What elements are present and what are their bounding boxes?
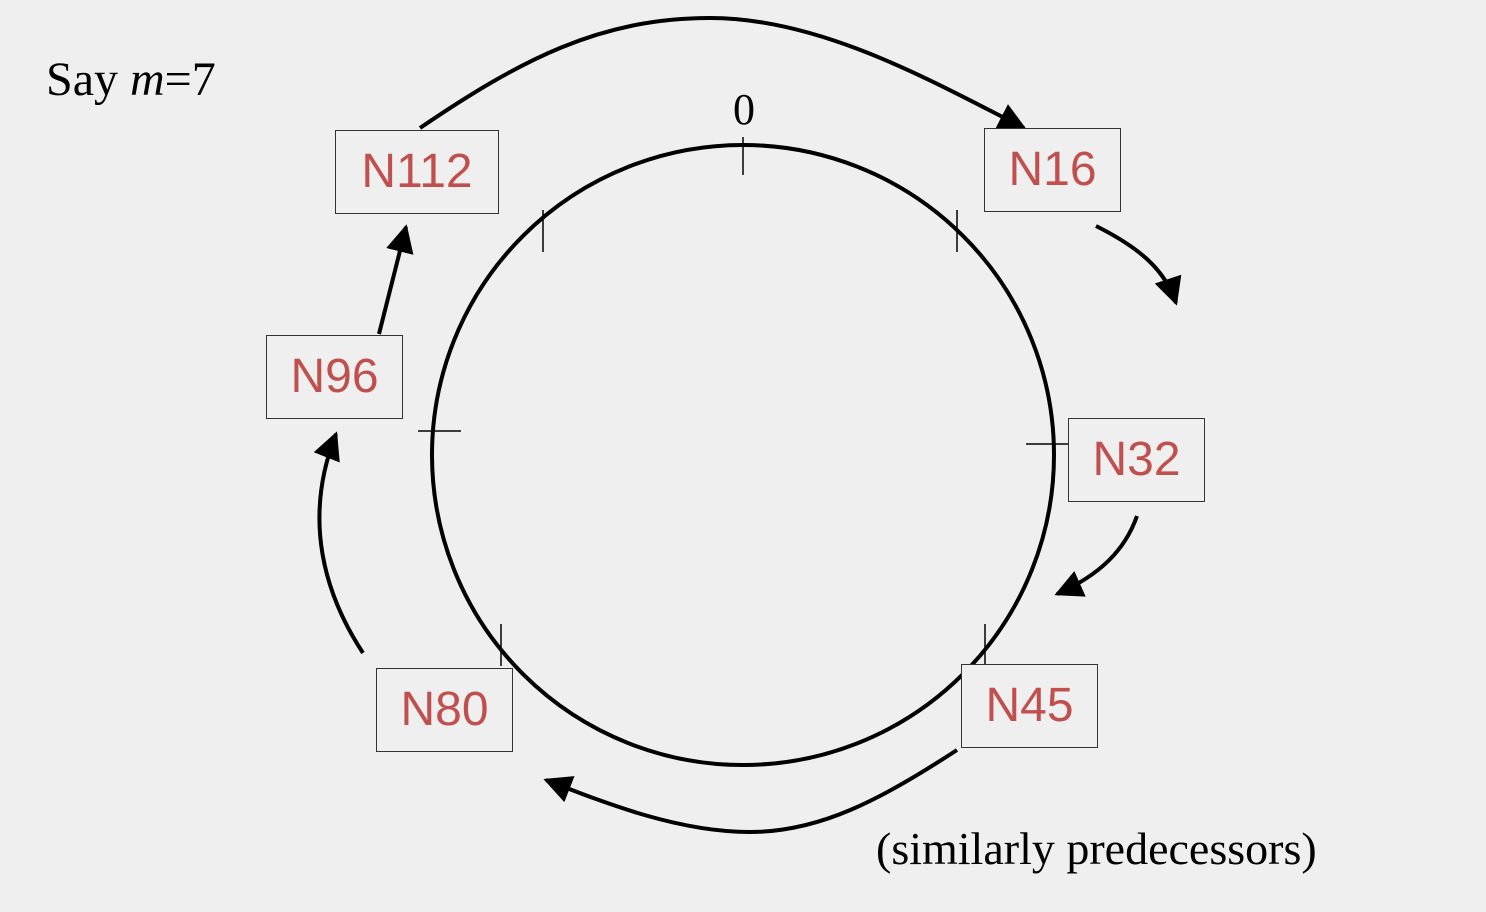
arrow-n16-to-next <box>1095 224 1182 306</box>
arrow-n45-to-n80 <box>543 748 959 835</box>
node-n80: N80 <box>376 668 513 752</box>
node-n32: N32 <box>1068 418 1205 502</box>
node-n96: N96 <box>266 335 403 419</box>
node-n112: N112 <box>335 130 499 214</box>
arrow-n96-to-n112 <box>377 224 414 335</box>
node-n45: N45 <box>961 664 1098 748</box>
arrow-n32-to-n45 <box>1054 515 1139 597</box>
ring-size-label: Say m=7 <box>46 53 216 106</box>
arrow-n112-to-n16 <box>418 15 1027 130</box>
predecessors-note: (similarly predecessors) <box>876 823 1317 874</box>
arrow-n80-to-n96 <box>313 431 365 655</box>
node-n16: N16 <box>984 128 1121 212</box>
ring-zero-label: 0 <box>733 85 755 134</box>
